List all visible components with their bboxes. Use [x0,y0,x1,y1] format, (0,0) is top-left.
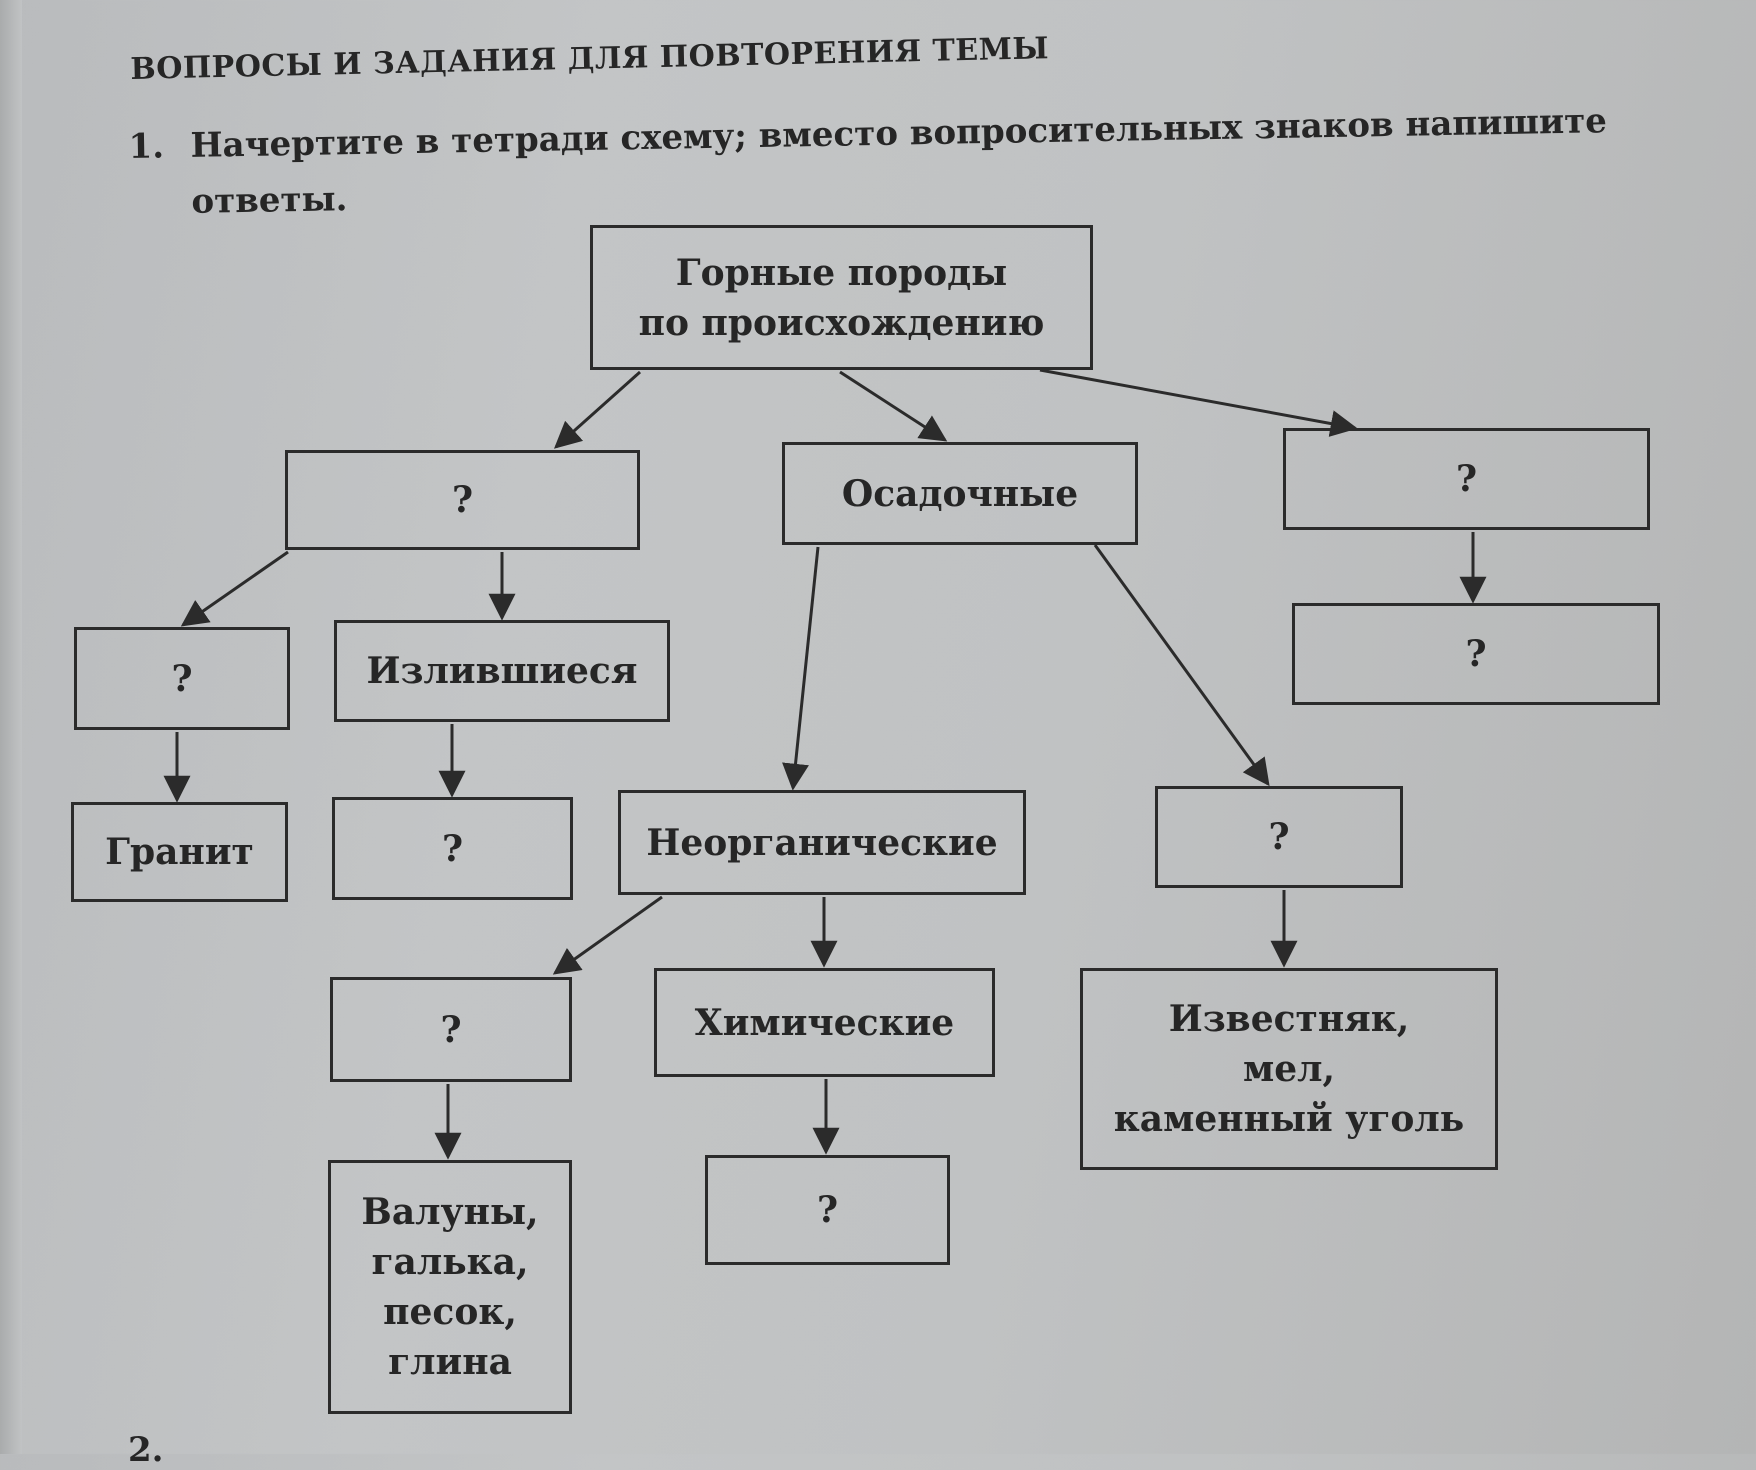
box-intrusive-unknown: ? [74,627,290,730]
arrow-inorganic-to-clastic [552,895,663,975]
arrow-root-to-right [1039,368,1358,437]
arrow-center-to-inorganic [782,546,820,791]
box-metamorphic-unknown: ? [1283,428,1650,530]
arrow-root-to-center [839,370,948,442]
box-inorganic: Неорганические [618,790,1026,895]
box-extrusive: Излившиеся [334,620,670,722]
box-granite: Гранит [71,802,288,902]
box-chemical: Химические [654,968,995,1077]
arrow-left-to-child-a [180,550,289,627]
box-clastic-unknown: ? [330,977,572,1082]
box-clastic-examples: Валуны, галька, песок, глина [328,1160,572,1414]
box-root: Горные породы по происхождению [590,225,1093,370]
box-chemical-examples-unknown: ? [705,1155,950,1265]
box-sedimentary: Осадочные [782,442,1138,545]
box-igneous-unknown: ? [285,450,640,550]
box-organic-examples: Известняк, мел, каменный уголь [1080,968,1498,1170]
box-extrusive-example-unknown: ? [332,797,573,900]
box-organic-unknown: ? [1155,786,1403,888]
arrow-root-to-left [553,370,641,449]
page-edge [0,0,22,1454]
arrow-center-to-organic [1093,544,1270,787]
box-metamorphic-example-unknown: ? [1292,603,1660,705]
next-task-fragment: 2. [128,1430,164,1470]
